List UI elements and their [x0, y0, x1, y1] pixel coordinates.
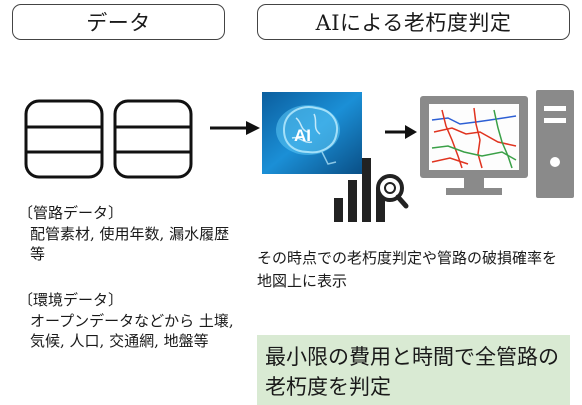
env-data-title: 〔環境データ〕 — [18, 291, 124, 309]
database-icon — [113, 99, 193, 179]
conclusion-highlight: 最小限の費用と時間で全管路の老朽度を判定 — [257, 335, 570, 405]
arrow-right-icon — [210, 121, 260, 135]
data-header: データ — [12, 4, 225, 40]
ai-judgment-header-label: AIによる老朽度判定 — [315, 11, 512, 35]
database-icon — [24, 99, 104, 179]
data-header-label: データ — [86, 11, 151, 35]
ai-brain-icon: AI — [262, 92, 362, 174]
arrow-right-icon — [385, 125, 417, 139]
ai-chip-label: AI — [294, 126, 311, 145]
pipe-data-detail: 配管素材, 使用年数, 漏水履歴等 — [30, 225, 230, 263]
ai-judgment-header: AIによる老朽度判定 — [257, 4, 570, 40]
result-description: その時点での老朽度判定や管路の破損確率を地図上に表示 — [257, 249, 558, 290]
desktop-computer-icon — [420, 90, 574, 198]
pipe-data-title: 〔管路データ〕 — [18, 204, 124, 222]
conclusion-text: 最小限の費用と時間で全管路の老朽度を判定 — [265, 345, 559, 399]
env-data-detail: オープンデータなどから 土壌, 気候, 人口, 交通網, 地盤等 — [30, 312, 234, 350]
bar-chart-magnifier-icon — [334, 158, 409, 222]
map-icon — [431, 107, 517, 169]
